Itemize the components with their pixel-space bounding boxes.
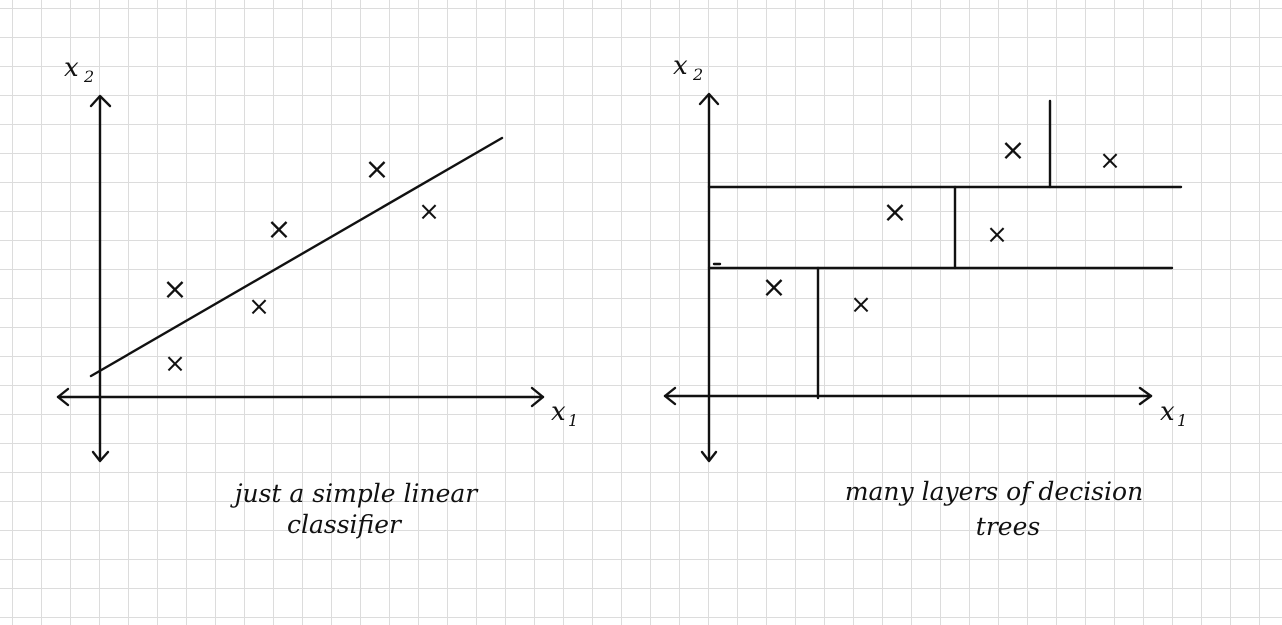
- right-panel: x 2 x 1 × × × × × × many layers of decis…: [663, 51, 1187, 541]
- left-x-axis-label: x: [551, 397, 566, 427]
- left-x-axis-arrow-left: [56, 387, 70, 407]
- right-point-positive-1: ×: [1000, 133, 1025, 168]
- right-y-axis-arrow-top: [698, 92, 720, 106]
- right-point-negative-1: ×: [1099, 146, 1121, 176]
- left-caption-line2: classifier: [287, 510, 403, 539]
- right-x-axis-subscript: 1: [1177, 411, 1187, 430]
- left-x-axis-arrow-right: [530, 386, 545, 408]
- left-y-axis-subscript: 2: [83, 67, 94, 86]
- right-y-axis-subscript: 2: [692, 65, 703, 84]
- left-point-negative-1: ×: [164, 349, 186, 379]
- linear-decision-boundary: [89, 136, 504, 378]
- left-panel: x 2 x 1 × × × × × × just a simple linear…: [56, 53, 578, 539]
- left-point-negative-3: ×: [418, 197, 440, 227]
- right-y-axis-arrow-bottom: [700, 450, 718, 463]
- left-x-axis-subscript: 1: [568, 411, 578, 430]
- right-point-negative-2: ×: [986, 220, 1008, 250]
- right-caption-line1: many layers of decision: [845, 477, 1143, 506]
- right-x-axis-arrow-left: [663, 386, 677, 406]
- right-caption-line2: trees: [976, 512, 1040, 541]
- right-point-negative-3: ×: [850, 290, 872, 320]
- right-y-axis-label: x: [673, 51, 688, 81]
- left-caption-line1: just a simple linear: [230, 479, 480, 508]
- left-y-axis-label: x: [64, 53, 79, 83]
- left-point-positive-1: ×: [162, 272, 187, 307]
- left-y-axis-arrow-top: [89, 94, 112, 108]
- right-x-axis-label: x: [1160, 397, 1175, 427]
- right-x-axis-arrow-right: [1138, 386, 1153, 406]
- left-point-positive-2: ×: [266, 212, 291, 247]
- left-point-positive-3: ×: [364, 152, 389, 187]
- left-y-axis-arrow-bottom: [91, 450, 110, 463]
- right-point-positive-2: ×: [882, 195, 907, 230]
- left-point-negative-2: ×: [248, 292, 270, 322]
- right-point-positive-3: ×: [761, 270, 786, 305]
